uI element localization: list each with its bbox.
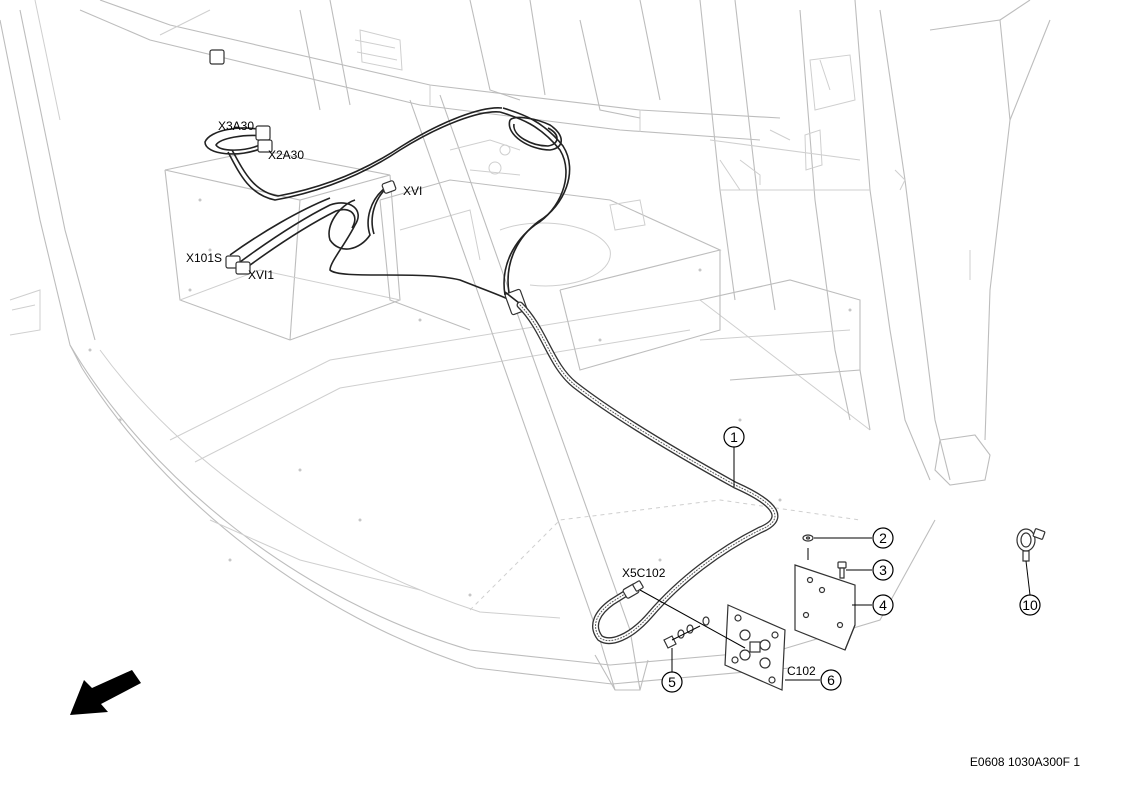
item-5-screw-set (663, 616, 710, 649)
svg-text:10: 10 (1022, 597, 1038, 613)
item-3-screw (837, 561, 847, 579)
machine-frame (0, 0, 1051, 691)
svg-text:1: 1 (730, 429, 738, 445)
callout-6: 6 (820, 669, 842, 691)
label-xvi1: XVI1 (248, 268, 274, 282)
item-10-cable-clip (1016, 528, 1046, 562)
svg-text:6: 6 (827, 672, 835, 688)
item-4-bracket (794, 564, 856, 651)
harness-connectors (209, 49, 397, 275)
drawing-reference: E0608 1030A300F 1 (970, 755, 1080, 769)
cable-hose-item-1 (516, 301, 779, 645)
label-xvi: XVI (403, 184, 422, 198)
svg-text:3: 3 (879, 562, 887, 578)
label-x3a30: X3A30 (218, 119, 254, 133)
svg-text:4: 4 (879, 597, 887, 613)
callout-2: 2 (872, 527, 894, 549)
front-direction-arrow-icon (70, 670, 141, 715)
svg-text:2: 2 (879, 530, 887, 546)
callout-1: 1 (723, 426, 745, 448)
callout-10: 10 (1019, 594, 1041, 616)
leader-lines (639, 437, 1031, 681)
label-x5c102: X5C102 (622, 566, 666, 580)
callout-4: 4 (872, 594, 894, 616)
label-c102: C102 (787, 664, 816, 678)
item-6-socket-plate (724, 604, 786, 691)
item-2-washer (802, 534, 814, 542)
label-x101s: X101S (186, 251, 222, 265)
label-x2a30: X2A30 (268, 148, 304, 162)
callout-3: 3 (872, 559, 894, 581)
callout-5: 5 (661, 671, 683, 693)
svg-text:5: 5 (668, 674, 676, 690)
